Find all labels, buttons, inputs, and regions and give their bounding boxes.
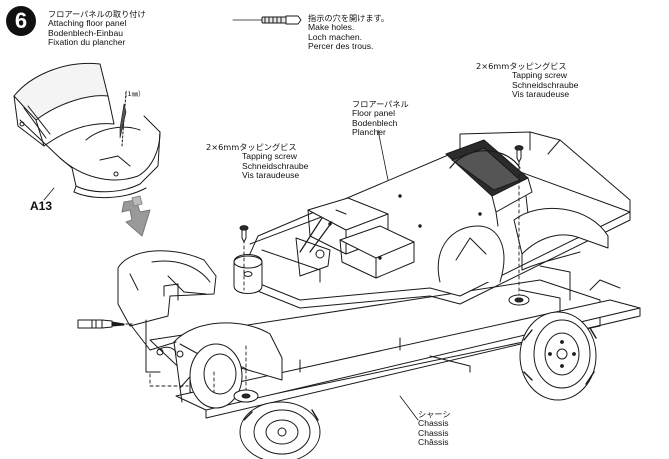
hole-size-label: （1㎜） [121,90,145,98]
screw-left-fr: Vis taraudeuse [242,170,300,181]
rear-wheels [437,150,609,401]
battery-box [307,197,415,279]
part-code-label: A13 [30,199,53,213]
steering-linkage [233,217,333,294]
floor-panel-fr: Plancher [352,127,386,138]
screw-left-jp: 2×6mmタッピングビス [206,142,297,152]
step-title-jp: フロアーパネルの取り付け [48,9,146,19]
step-title-en: Attaching floor panel [48,18,127,29]
drill-instruction-jp: 指示の穴を開けます。 [308,13,390,23]
chassis-label: シャーシ Chassis Chassis Châssis [418,409,451,448]
assembly-arrow-icon [121,195,151,237]
screw-label-left: 2×6mmタッピングビス Tapping screw Schneidschrau… [206,142,309,181]
screw-label-right: 2×6mmタッピングビス Tapping screw Schneidschrau… [476,61,579,100]
drill-instruction: 指示の穴を開けます。 Make holes. Loch machen. Perc… [308,13,390,52]
screw-left-en: Tapping screw [242,151,297,162]
floor-panel-label: フロアーパネル Floor panel Bodenblech Plancher [352,99,409,138]
step-title: フロアーパネルの取り付け Attaching floor panel Boden… [48,9,146,48]
guide-lines [149,155,520,395]
front-wheels [189,343,321,459]
chassis-fr: Châssis [418,437,449,448]
screw-right-de: Schneidschraube [512,79,579,90]
drill-instruction-en: Make holes. [308,22,355,33]
drill-instruction-fr: Percer des trous. [308,41,374,52]
chassis-jp: シャーシ [418,409,451,419]
screw-right-en: Tapping screw [512,70,567,81]
step-title-fr: Fixation du plancher [48,37,126,48]
step-number-badge: 6 [6,6,36,36]
step-title-de: Bodenblech-Einbau [48,27,124,38]
leader-lines [377,129,419,421]
screw-left-de: Schneidschraube [242,160,309,171]
screw-right-fr: Vis taraudeuse [512,89,570,100]
chassis-en: Chassis [418,418,449,429]
floor-panel-en: Floor panel [352,108,395,119]
drill-icon [232,15,302,25]
drill-instruction-de: Loch machen. [308,31,362,42]
mount-holes [233,294,530,403]
screw-right-jp: 2×6mmタッピングビス [476,61,567,71]
tapping-screw-icon [239,145,524,243]
floor-panel-de: Bodenblech [352,117,398,128]
floor-panel-jp: フロアーパネル [352,99,409,109]
chassis-de: Chassis [418,427,449,438]
fender-inset [13,62,161,201]
glue-tube-icon [77,319,133,329]
rear-seat [445,139,533,227]
